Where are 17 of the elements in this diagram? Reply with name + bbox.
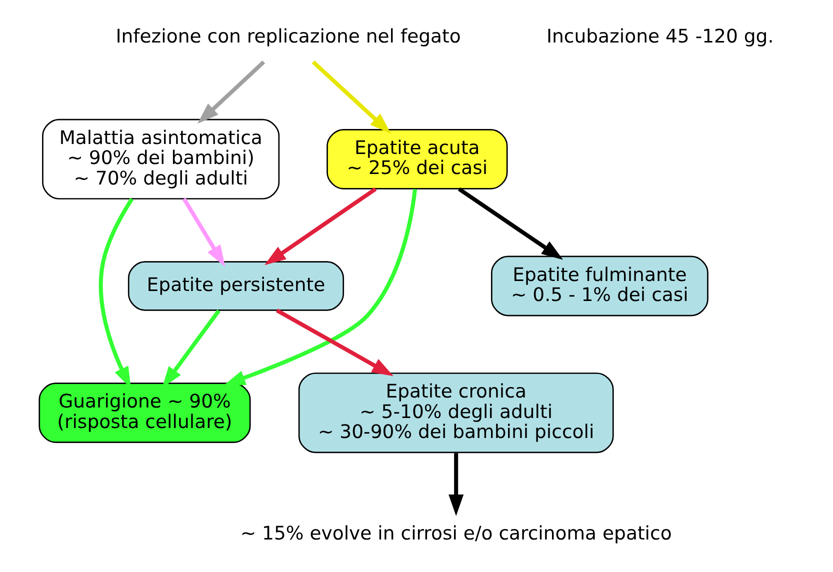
node-box: Epatite persistente: [128, 261, 344, 311]
node-box: Epatite cronica ~ 5-10% degli adulti ~ 30-90% dei bambini piccoli: [298, 372, 614, 454]
arrow: [276, 308, 394, 376]
arrow: [264, 187, 377, 266]
node-text: ~ 15% evolve in cirrosi e/o carcinoma epatico: [240, 523, 672, 544]
node-text: Infezione con replicazione nel fegato: [116, 26, 461, 48]
arrow: [224, 188, 418, 386]
arrow: [197, 60, 266, 124]
node-box: Guarigione ~ 90% (risposta cellulare): [38, 382, 251, 444]
arrow: [182, 198, 226, 267]
arrow: [448, 453, 464, 516]
node-box: Epatite acuta ~ 25% dei casi: [326, 128, 508, 190]
node-box: Malattia asintomatica ~ 90% dei bambini) ~ 70% degli adulti: [42, 118, 280, 200]
arrow: [458, 187, 564, 260]
label: Incubazione 45 -120 gg.: [546, 26, 774, 48]
node-box: Epatite fulminante ~ 0.5 - 1% dei casi: [491, 256, 708, 316]
arrow: [312, 60, 391, 134]
